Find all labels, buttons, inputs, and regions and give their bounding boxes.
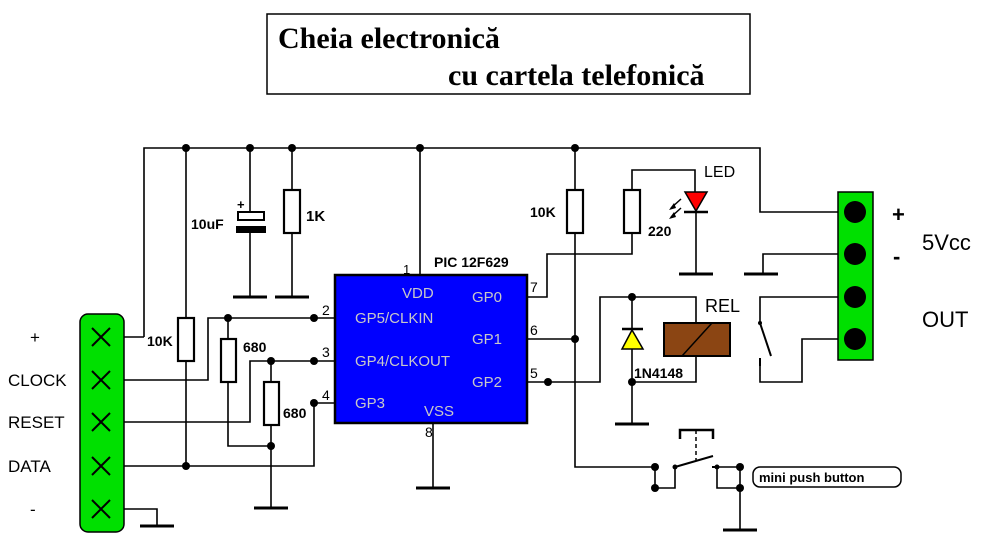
card-pin-2-x-icon <box>91 370 111 390</box>
power-pin-out-1 <box>844 286 866 308</box>
resistor-1k-label: 1K <box>306 208 325 225</box>
chip-gp4-label: GP4/CLKOUT <box>355 353 450 370</box>
title-line-1: Cheia electronică <box>278 22 500 55</box>
resistor-10k-left: 10K <box>147 148 196 470</box>
push-button: mini push button <box>651 428 902 532</box>
resistor-10k-right-label: 10K <box>530 204 556 220</box>
power-pin-plus <box>844 201 866 223</box>
pic-chip: PIC 12F629 1 VDD VSS 8 GP5/CLKIN GP4/CLK… <box>322 148 538 490</box>
card-pin-3-x-icon <box>91 412 111 432</box>
chip-pin-4-num: 4 <box>322 387 330 403</box>
chip-gp2-label: GP2 <box>472 374 502 391</box>
chip-gp3-label: GP3 <box>355 395 385 412</box>
card-pin-label: + <box>30 328 40 347</box>
chip-pin-5-num: 5 <box>530 365 538 381</box>
chip-pin-6-num: 6 <box>530 322 538 338</box>
relay: REL <box>632 296 855 383</box>
button-label: mini push button <box>759 470 864 485</box>
chip-gp1-label: GP1 <box>472 331 502 348</box>
power-connector: + - 5Vcc OUT <box>837 191 971 361</box>
card-pin-label: - <box>30 500 36 519</box>
resistor-680-b: 680 <box>254 361 307 510</box>
resistor-680-a-label: 680 <box>243 339 267 355</box>
chip-gp5-label: GP5/CLKIN <box>355 310 433 327</box>
led: LED <box>669 164 735 276</box>
chip-gp0-label: GP0 <box>472 289 502 306</box>
diode-label: 1N4148 <box>634 365 683 381</box>
power-out-label: OUT <box>922 307 968 332</box>
capacitor-label: 10uF <box>191 216 224 232</box>
chip-pin-1-num: 1 <box>403 262 410 277</box>
title-box: Cheia electronică cu cartela telefonică <box>266 13 751 95</box>
resistor-1k: 1K <box>275 148 325 299</box>
power-supply-label: 5Vcc <box>922 230 971 255</box>
resistor-680-b-label: 680 <box>283 405 307 421</box>
capacitor-polarity: + <box>237 197 245 212</box>
chip-pin-3-num: 3 <box>322 344 330 360</box>
chip-name: PIC 12F629 <box>434 254 509 270</box>
chip-vss-label: VSS <box>424 403 454 420</box>
power-minus-label: - <box>893 244 900 269</box>
card-connector <box>79 313 125 533</box>
chip-pin-2-num: 2 <box>322 302 330 318</box>
capacitor-10uf: + 10uF <box>191 148 267 299</box>
diode-1n4148: 1N4148 <box>615 293 683 426</box>
power-pin-minus <box>844 243 866 265</box>
chip-vdd-label: VDD <box>402 285 434 302</box>
chip-pin-8-num: 8 <box>425 424 433 440</box>
card-pin-label: DATA <box>8 457 51 476</box>
card-pin-1-x-icon <box>91 327 111 347</box>
relay-label: REL <box>705 296 740 316</box>
resistor-220: 220 <box>622 169 696 239</box>
led-label: LED <box>704 164 735 181</box>
resistor-680-a: 680 <box>219 318 271 447</box>
resistor-10k-right: 10K <box>530 148 655 468</box>
card-pin-label: RESET <box>8 413 65 432</box>
power-pin-out-2 <box>844 328 866 350</box>
title-line-2: cu cartela telefonică <box>448 59 705 92</box>
card-pin-5-x-icon <box>91 499 111 519</box>
button-label-box <box>752 466 902 488</box>
card-pin-4-x-icon <box>91 456 111 476</box>
chip-body <box>333 273 529 425</box>
card-pin-label: CLOCK <box>8 371 67 390</box>
resistor-220-label: 220 <box>648 223 672 239</box>
chip-pin-7-num: 7 <box>530 279 538 295</box>
resistor-10k-left-label: 10K <box>147 333 173 349</box>
power-plus-label: + <box>892 202 905 227</box>
